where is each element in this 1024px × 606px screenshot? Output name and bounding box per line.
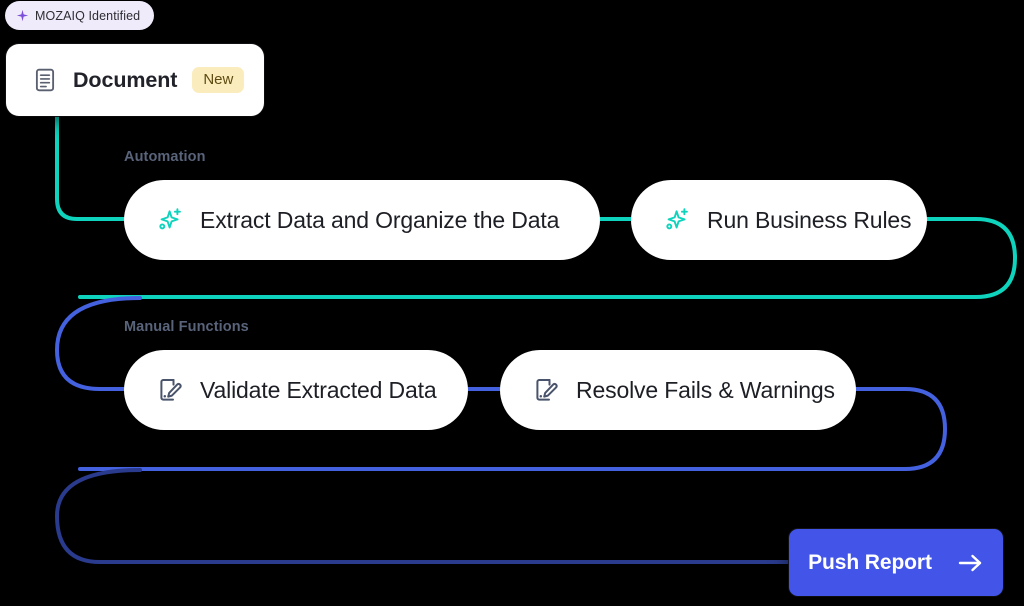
document-edit-icon	[160, 379, 182, 401]
node-resolve-fails-warnings[interactable]: Resolve Fails & Warnings	[500, 350, 856, 430]
section-label-automation: Automation	[124, 149, 206, 165]
ai-sparkles-icon	[666, 208, 688, 230]
connector-automation	[55, 110, 129, 221]
node-run-business-rules[interactable]: Run Business Rules	[631, 180, 927, 260]
push-report-button[interactable]: Push Report	[789, 529, 1003, 596]
push-report-label: Push Report	[808, 550, 932, 574]
ai-sparkles-icon	[159, 208, 181, 230]
sparkle-star-icon	[16, 9, 29, 22]
mozaiq-badge-label: MOZAIQ Identified	[35, 8, 141, 23]
connector-output	[54, 468, 802, 564]
node-run-business-rules-label: Run Business Rules	[707, 206, 912, 233]
mozaiq-identified-badge: MOZAIQ Identified	[5, 1, 155, 30]
document-card[interactable]: Document New	[6, 44, 264, 116]
section-label-manual: Manual Functions	[124, 319, 249, 335]
document-edit-icon	[536, 379, 558, 401]
node-validate-extracted-data[interactable]: Validate Extracted Data	[124, 350, 468, 430]
node-validate-extracted-data-label: Validate Extracted Data	[200, 376, 437, 403]
status-badge: New	[192, 67, 245, 93]
document-card-title: Document	[73, 67, 178, 92]
node-extract-data-label: Extract Data and Organize the Data	[200, 206, 560, 233]
node-resolve-fails-warnings-label: Resolve Fails & Warnings	[576, 376, 835, 403]
document-icon	[35, 68, 55, 92]
arrow-right-icon	[958, 554, 982, 571]
node-extract-data[interactable]: Extract Data and Organize the Data	[124, 180, 600, 260]
